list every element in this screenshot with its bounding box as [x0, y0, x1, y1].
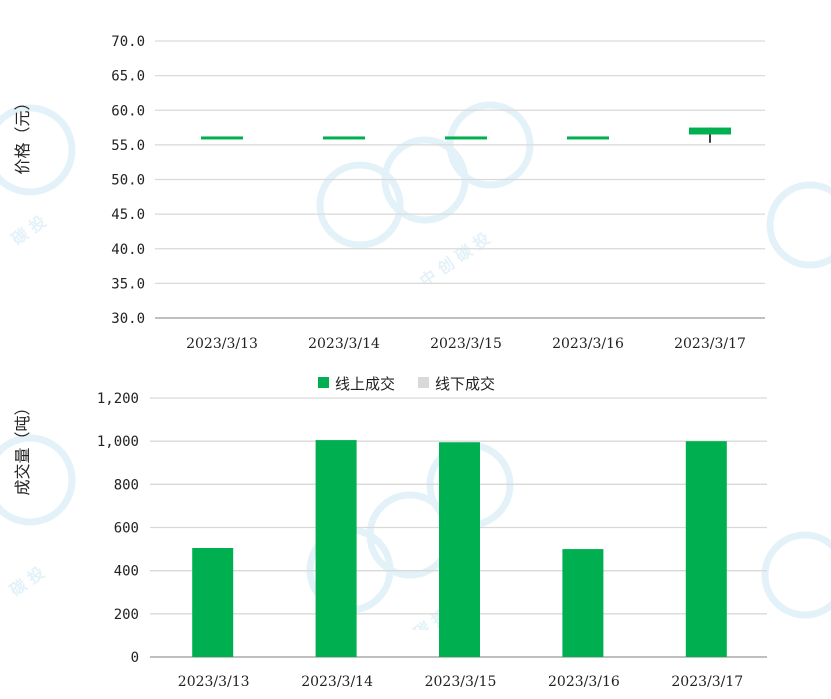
- bar: [685, 441, 727, 657]
- volume-chart: 0 200 400 600 800 1,000 1,200 成交量（吨） 线上成交 线下成交 202…: [13, 375, 767, 690]
- y-axis-title: 价格（元）: [13, 94, 32, 174]
- legend-swatch: [418, 377, 429, 388]
- candle-body: [323, 136, 365, 140]
- y-tick-label: 50.0: [111, 173, 145, 189]
- y-tick-label: 800: [114, 477, 139, 493]
- x-tick-label: 2023/3/16: [552, 336, 624, 352]
- y-tick-label: 200: [114, 607, 139, 623]
- x-tick-label: 2023/3/13: [186, 336, 258, 352]
- x-tick-label: 2023/3/14: [308, 336, 380, 352]
- x-tick-label: 2023/3/15: [430, 336, 502, 352]
- y-tick-label: 65.0: [111, 69, 145, 85]
- y-tick-label: 30.0: [111, 311, 145, 327]
- y-tick-label: 70.0: [111, 34, 145, 50]
- x-tick-label: 2023/3/15: [425, 674, 497, 690]
- bar: [192, 548, 234, 657]
- y-tick-label: 0: [131, 650, 139, 666]
- y-axis-title: 成交量（吨）: [13, 399, 32, 495]
- y-tick-label: 1,000: [97, 434, 139, 450]
- candle-body: [201, 136, 243, 140]
- bar: [315, 440, 357, 657]
- x-tick-label: 2023/3/14: [301, 674, 373, 690]
- legend-label: 线上成交: [335, 375, 395, 393]
- legend-swatch: [318, 377, 329, 388]
- y-tick-label: 60.0: [111, 103, 145, 119]
- candle-body: [689, 127, 731, 135]
- x-tick-label: 2023/3/16: [548, 674, 620, 690]
- candle-body: [445, 136, 487, 140]
- x-tick-label: 2023/3/13: [178, 674, 250, 690]
- y-tick-label: 400: [114, 564, 139, 580]
- y-tick-label: 45.0: [111, 207, 145, 223]
- legend-label: 线下成交: [435, 375, 495, 393]
- bar: [439, 442, 480, 657]
- y-tick-label: 55.0: [111, 138, 145, 154]
- y-tick-label: 35.0: [111, 276, 145, 292]
- y-tick-label: 600: [114, 521, 139, 537]
- price-chart: 30.0 35.0 40.0 45.0 50.0 55.0 60.0 65.0 70.0 价格（元…: [13, 34, 765, 352]
- candle-body: [567, 136, 609, 140]
- x-tick-label: 2023/3/17: [671, 674, 743, 690]
- x-tick-label: 2023/3/17: [674, 336, 746, 352]
- bar: [562, 549, 604, 657]
- y-tick-label: 1,200: [97, 391, 139, 407]
- y-tick-label: 40.0: [111, 242, 145, 258]
